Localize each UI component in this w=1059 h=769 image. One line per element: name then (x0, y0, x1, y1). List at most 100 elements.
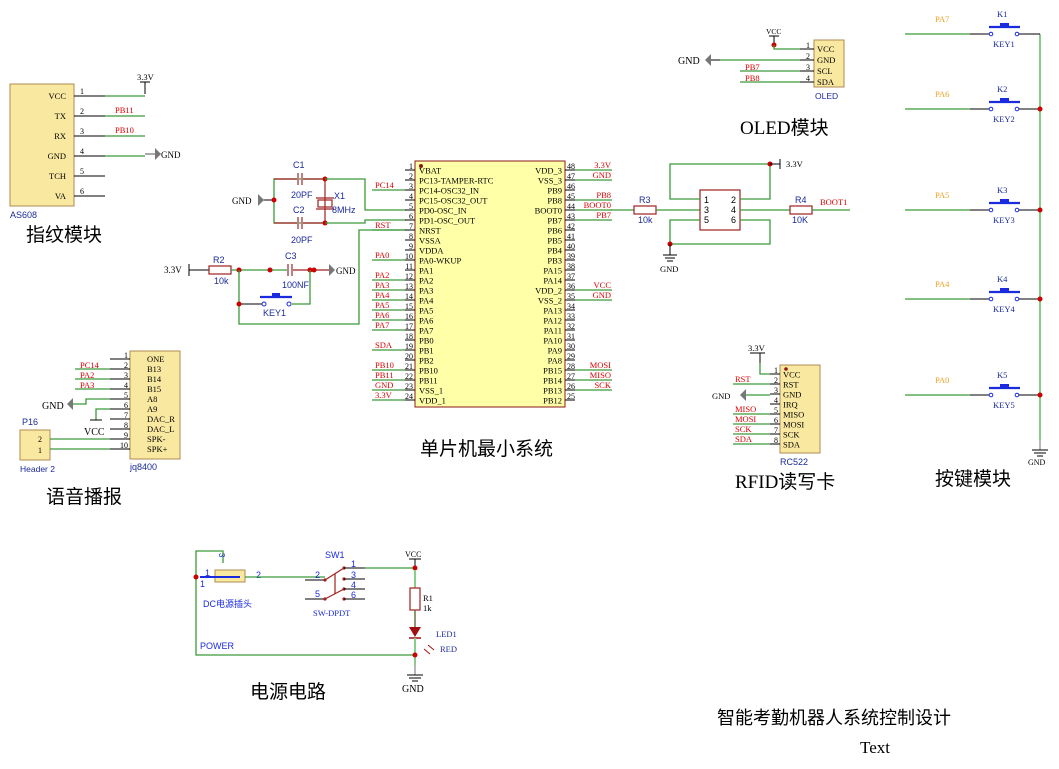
mcu-pin-name: PB4 (547, 246, 562, 256)
jq8400-pin-name: B14 (147, 374, 162, 384)
oled-pin-name: VCC (817, 44, 835, 54)
rc522-pin-name: RST (783, 380, 799, 390)
net-label-pa6: PA6 (375, 310, 389, 320)
as608-pin-name: TX (55, 111, 66, 121)
jq8400-body (129, 350, 181, 460)
net-label-boot0: BOOT0 (584, 200, 611, 210)
mcu-pin-name: PB5 (547, 236, 562, 246)
jq8400-part-label: jq8400 (129, 462, 157, 472)
c3-value: 100NF (282, 280, 310, 290)
mcu-pin-name: VSS_3 (538, 176, 562, 186)
oled-pin-name: SDA (817, 77, 835, 87)
mcu-pin-name: PB2 (419, 356, 434, 366)
mcu-pin-name: VSS_1 (419, 386, 443, 396)
svg-text:6: 6 (351, 590, 356, 600)
rfid-gnd-label: GND (712, 391, 730, 401)
mcu-pin-number: 4 (409, 192, 413, 201)
as608-pin-number: 1 (80, 87, 84, 96)
mcu-pin-name: PA12 (543, 316, 562, 326)
rc522-body (779, 364, 821, 454)
jq8400-pin-name: DAC_L (147, 424, 174, 434)
rc522-pin-number: 4 (774, 396, 778, 405)
sw1-switch[interactable] (305, 566, 365, 601)
rc522-pin-number: 1 (774, 366, 778, 375)
jq8400-pin-name: ONE (147, 354, 164, 364)
mcu-pin-number: 13 (405, 282, 413, 291)
mcu-pin-number: 46 (567, 182, 575, 191)
mcu-pin-number: 37 (567, 272, 575, 281)
c2-ref: C2 (293, 205, 305, 215)
gnd-symbol (705, 54, 711, 66)
mcu-pin-name: VDD_1 (419, 396, 446, 406)
net-label-pb7: PB7 (745, 62, 760, 72)
r2-value: 10k (214, 276, 229, 286)
fp-gnd-label: GND (161, 150, 181, 160)
mcu-pin-number: 15 (405, 302, 413, 311)
mcu-pin-number: 6 (409, 212, 413, 221)
key-key4-button[interactable] (905, 288, 1043, 302)
r4-resistor (789, 205, 813, 215)
mcu-pin-name: PB9 (547, 186, 562, 196)
p16-header (19, 429, 51, 461)
mcu-pin-name: PA11 (544, 326, 562, 336)
mcu-pin-number: 43 (567, 212, 575, 221)
mcu-pin-number: 30 (567, 342, 575, 351)
mcu-pin-name: PA3 (419, 286, 433, 296)
jq8400-pin-name: SPK- (147, 434, 166, 444)
mcu-pin-number: 32 (567, 322, 575, 331)
boot-gnd-label: GND (660, 264, 678, 274)
r1-ref: R1 (423, 593, 433, 603)
mcu-pin-number: 2 (409, 172, 413, 181)
net-label-pb7: PB7 (596, 210, 611, 220)
mcu-pin-name: NRST (419, 226, 442, 236)
as608-pin-name: RX (54, 131, 66, 141)
mcu-pin-name: VBAT (419, 166, 442, 176)
svg-text:2: 2 (256, 570, 261, 580)
key-key3-button[interactable] (905, 199, 1043, 213)
reset-circuit: 3.3V R2 10k C3 100NF GND KEY1 (164, 229, 406, 325)
svg-text:3: 3 (704, 205, 709, 215)
jq8400-pin-name: DAC_R (147, 414, 175, 424)
net-label-pa3: PA3 (375, 280, 389, 290)
gnd-symbol (145, 148, 161, 160)
net-label-sda: SDA (375, 340, 393, 350)
mcu-pin-number: 47 (567, 172, 575, 181)
power-title: 电源电路 (250, 681, 326, 703)
key-key1-button[interactable] (905, 23, 1040, 37)
mcu-pin-name: PA10 (543, 336, 562, 346)
svg-text:3: 3 (351, 570, 356, 580)
fp-vcc-label: 3.3V (137, 72, 155, 82)
boot-vcc-label: 3.3V (786, 159, 804, 169)
oled-body (813, 39, 845, 88)
reset-gnd-label: GND (336, 266, 356, 276)
project-subtitle: Text (860, 738, 890, 757)
boot-switch[interactable] (699, 189, 741, 231)
gnd-symbol (258, 194, 264, 206)
svg-text:4: 4 (731, 205, 736, 215)
key-ref: K5 (997, 370, 1007, 380)
net-label-vcc: VCC (594, 280, 612, 290)
key1-reset-button[interactable] (260, 293, 292, 307)
r1-value: 1k (423, 603, 432, 613)
net-label-miso: MISO (590, 370, 611, 380)
jq8400-pin-name: B15 (147, 384, 161, 394)
key-label: KEY4 (993, 304, 1015, 314)
key-label: KEY3 (993, 215, 1015, 225)
jq8400-pin-number: 4 (124, 381, 128, 390)
mcu-pin-name: PC14-OSC32_IN (419, 186, 479, 196)
mcu-pin-number: 36 (567, 282, 575, 291)
key-key5-button[interactable] (905, 384, 1043, 398)
sw1-ref: SW1 (325, 550, 345, 560)
net-label-sda: SDA (735, 434, 753, 444)
r4-ref: R4 (795, 195, 807, 205)
key-ref: K1 (997, 9, 1007, 19)
as608-pin-number: 6 (80, 187, 84, 196)
svg-text:1: 1 (38, 446, 42, 455)
mcu-pin-name: PB8 (547, 196, 562, 206)
jq8400-pin-number: 7 (124, 411, 128, 420)
p16-ref: P16 (22, 417, 38, 427)
net-label-pc14: PC14 (375, 180, 395, 190)
key-key2-button[interactable] (905, 98, 1043, 112)
